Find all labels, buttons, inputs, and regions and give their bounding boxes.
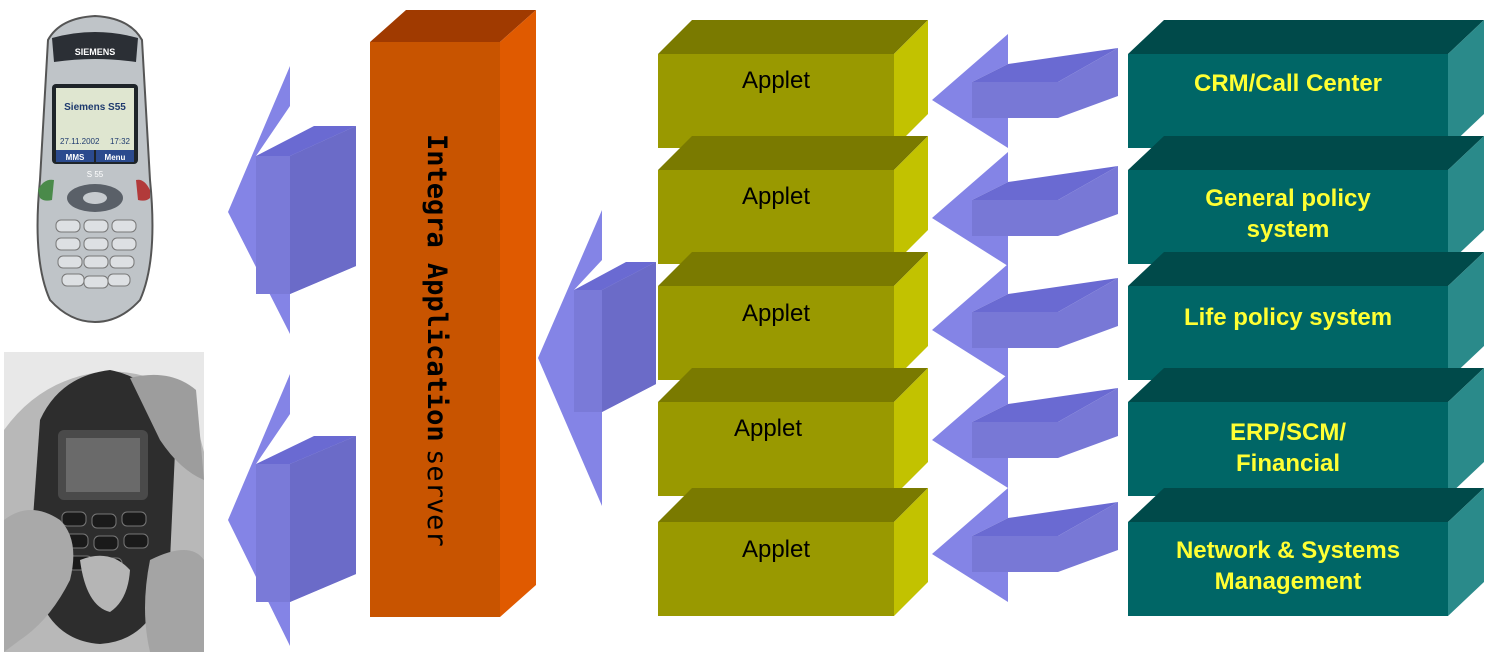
phone-time: 17:32 bbox=[110, 137, 131, 146]
applet-block bbox=[658, 368, 928, 496]
arrow-system-to-applet bbox=[932, 488, 1118, 602]
arrow-to-phone bbox=[228, 66, 356, 334]
system-block bbox=[1128, 136, 1484, 264]
applet-block bbox=[658, 136, 928, 264]
server-label-word2: Application bbox=[421, 262, 452, 442]
applet-block bbox=[658, 20, 928, 148]
siemens-phone-image: SIEMENS Siemens S55 27.11.2002 17:32 MMS… bbox=[36, 14, 154, 324]
applet-block bbox=[658, 252, 928, 380]
arrow-system-to-applet bbox=[932, 152, 1118, 266]
arrow-system-to-applet bbox=[932, 34, 1118, 148]
phone-screen-title: Siemens S55 bbox=[64, 102, 126, 113]
hands-holding-phone-image bbox=[4, 352, 204, 652]
system-block bbox=[1128, 368, 1484, 496]
phone-date: 27.11.2002 bbox=[60, 137, 100, 146]
server-label: Integra Application server bbox=[376, 100, 496, 580]
phone-model: S 55 bbox=[87, 170, 104, 179]
arrow-system-to-applet bbox=[932, 264, 1118, 378]
server-label-word3: server bbox=[421, 448, 452, 547]
phone-brand: SIEMENS bbox=[75, 47, 116, 57]
phone-softkey-right: Menu bbox=[105, 153, 126, 162]
arrow-to-handset bbox=[228, 374, 356, 646]
system-block bbox=[1128, 252, 1484, 380]
server-label-word1: Integra bbox=[421, 133, 452, 248]
system-block bbox=[1128, 488, 1484, 616]
arrow-system-to-applet bbox=[932, 374, 1118, 488]
system-block bbox=[1128, 20, 1484, 148]
integra-application-server-block bbox=[370, 10, 536, 617]
arrow-applets-to-server bbox=[538, 210, 656, 506]
applet-block bbox=[658, 488, 928, 616]
phone-softkey-left: MMS bbox=[66, 153, 85, 162]
